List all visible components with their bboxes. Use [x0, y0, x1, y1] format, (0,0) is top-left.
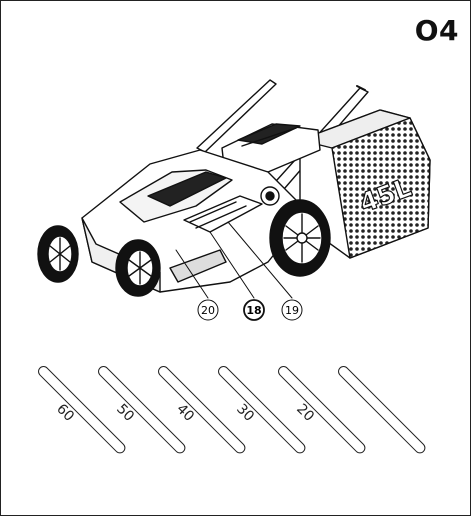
height-stick-body: [38, 366, 126, 454]
height-stick-60: 60: [38, 366, 126, 454]
height-stick-blank: [338, 366, 426, 454]
callout-19: 19: [281, 299, 303, 321]
battery-compartment: [221, 123, 321, 173]
mower-deck: [81, 149, 301, 293]
front-wheel-right: [115, 239, 161, 297]
callout-18: 18: [243, 299, 265, 321]
height-stick-body: [158, 366, 246, 454]
height-stick-body: [278, 366, 366, 454]
callout-18-label: 18: [246, 304, 261, 317]
height-stick-body: [98, 366, 186, 454]
grass-box: 45L: [299, 109, 431, 259]
height-stick-body: [338, 366, 426, 454]
callouts: 20 18 19: [197, 299, 303, 321]
height-adjust-knob: [260, 186, 280, 206]
front-wheel: [37, 225, 79, 283]
rear-wheel: [269, 199, 331, 277]
height-stick-body: [218, 366, 306, 454]
callout-leaders: [175, 221, 293, 299]
callout-19-label: 19: [285, 304, 299, 317]
callout-20: 20: [197, 299, 219, 321]
lawnmower-illustration: 45L: [37, 79, 431, 299]
callout-20-label: 20: [201, 304, 215, 317]
page-label: O4: [414, 14, 459, 47]
